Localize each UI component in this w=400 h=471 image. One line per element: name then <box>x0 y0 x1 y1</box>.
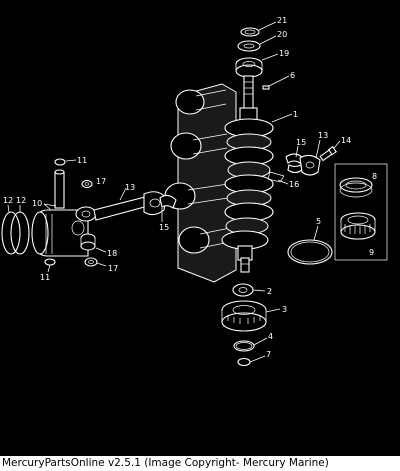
part-15-bearing-cage-left[interactable] <box>159 194 177 209</box>
part-5-snap-ring[interactable] <box>287 239 333 265</box>
exploded-parts-diagram: 21 20 19 6 <box>1 16 388 367</box>
callout-19: 19 <box>279 49 289 58</box>
part-17-washer-bottom[interactable] <box>84 257 98 267</box>
callout-18: 18 <box>107 249 117 258</box>
part-3-ball-bearing[interactable] <box>221 300 267 332</box>
callout-11a: 11 <box>77 156 87 165</box>
part-11-retainer-bottom[interactable] <box>44 258 56 266</box>
callout-13a: 13 <box>318 131 328 140</box>
part-2-washer[interactable] <box>232 283 254 297</box>
part-6-key[interactable] <box>262 85 270 90</box>
callout-2: 2 <box>267 287 272 296</box>
callout-6: 6 <box>290 71 295 80</box>
callout-16: 16 <box>289 180 299 189</box>
part-15-bearing-cage[interactable] <box>285 153 303 174</box>
callout-7: 7 <box>266 350 271 359</box>
part-13-connecting-rod[interactable] <box>75 191 167 222</box>
part-9-roller-bearing[interactable] <box>340 212 376 240</box>
part-4-snap-ring[interactable] <box>233 340 255 352</box>
copyright-footer: MercuryPartsOnline v2.5.1 (Image Copyrig… <box>0 456 400 471</box>
callout-1: 1 <box>293 110 298 119</box>
callout-14: 14 <box>341 136 351 145</box>
part-12-piston-rings[interactable] <box>1 211 30 255</box>
callout-5: 5 <box>316 217 321 226</box>
callout-15a: 15 <box>296 138 306 147</box>
callout-12b: 12 <box>16 196 26 205</box>
callout-9: 9 <box>369 248 374 257</box>
piston[interactable] <box>31 209 89 257</box>
callout-15b: 15 <box>159 223 169 232</box>
bearing-kit-box <box>334 163 388 261</box>
part-16-retainer[interactable] <box>267 171 285 183</box>
callout-8: 8 <box>372 172 377 181</box>
part-19-bearing[interactable] <box>235 57 263 78</box>
callout-10: 10 <box>32 199 42 208</box>
callout-20: 20 <box>277 30 287 39</box>
part-18-needle-bearing[interactable] <box>80 233 96 251</box>
part-8-race[interactable] <box>339 177 373 198</box>
callout-13b: 13 <box>125 183 135 192</box>
part-11-retainer-top[interactable] <box>54 158 66 166</box>
part-17-washer-top[interactable] <box>81 179 93 189</box>
part-14-bolt[interactable] <box>319 146 337 162</box>
callout-11b: 11 <box>40 273 50 282</box>
part-13-rod-cap[interactable] <box>299 154 321 176</box>
callout-3: 3 <box>282 305 287 314</box>
callout-12a: 12 <box>3 196 13 205</box>
part-7-ring[interactable] <box>237 357 251 367</box>
callout-17b: 17 <box>108 264 118 273</box>
callout-21: 21 <box>277 16 287 25</box>
part-1-crankshaft[interactable] <box>221 75 274 273</box>
callout-4: 4 <box>268 332 273 341</box>
part-21-ring[interactable] <box>240 27 260 37</box>
callout-17a: 17 <box>96 177 106 186</box>
part-20-washer[interactable] <box>237 40 261 52</box>
part-10-wrist-pin[interactable] <box>54 169 65 209</box>
